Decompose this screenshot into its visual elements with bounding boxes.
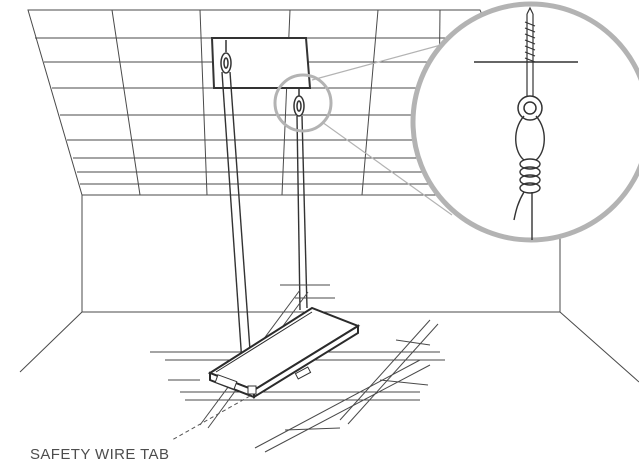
callout-leader (172, 396, 250, 440)
ceiling-hook-right (294, 88, 304, 116)
panel-clip-tabs (215, 367, 310, 394)
ceiling-hook-left (221, 40, 231, 73)
safety-wire-tab-label: SAFETY WIRE TAB (30, 446, 170, 463)
suspension-wires (222, 72, 307, 392)
wire-twist-icon (514, 116, 544, 240)
focus-circle (275, 75, 331, 131)
ceiling-opening (212, 38, 310, 88)
screw-icon (525, 8, 535, 98)
eye-ring-icon (518, 96, 542, 120)
magnifier-connectors (312, 42, 452, 215)
magnifier-ring (413, 4, 639, 240)
magnifier-detail (413, 4, 639, 240)
